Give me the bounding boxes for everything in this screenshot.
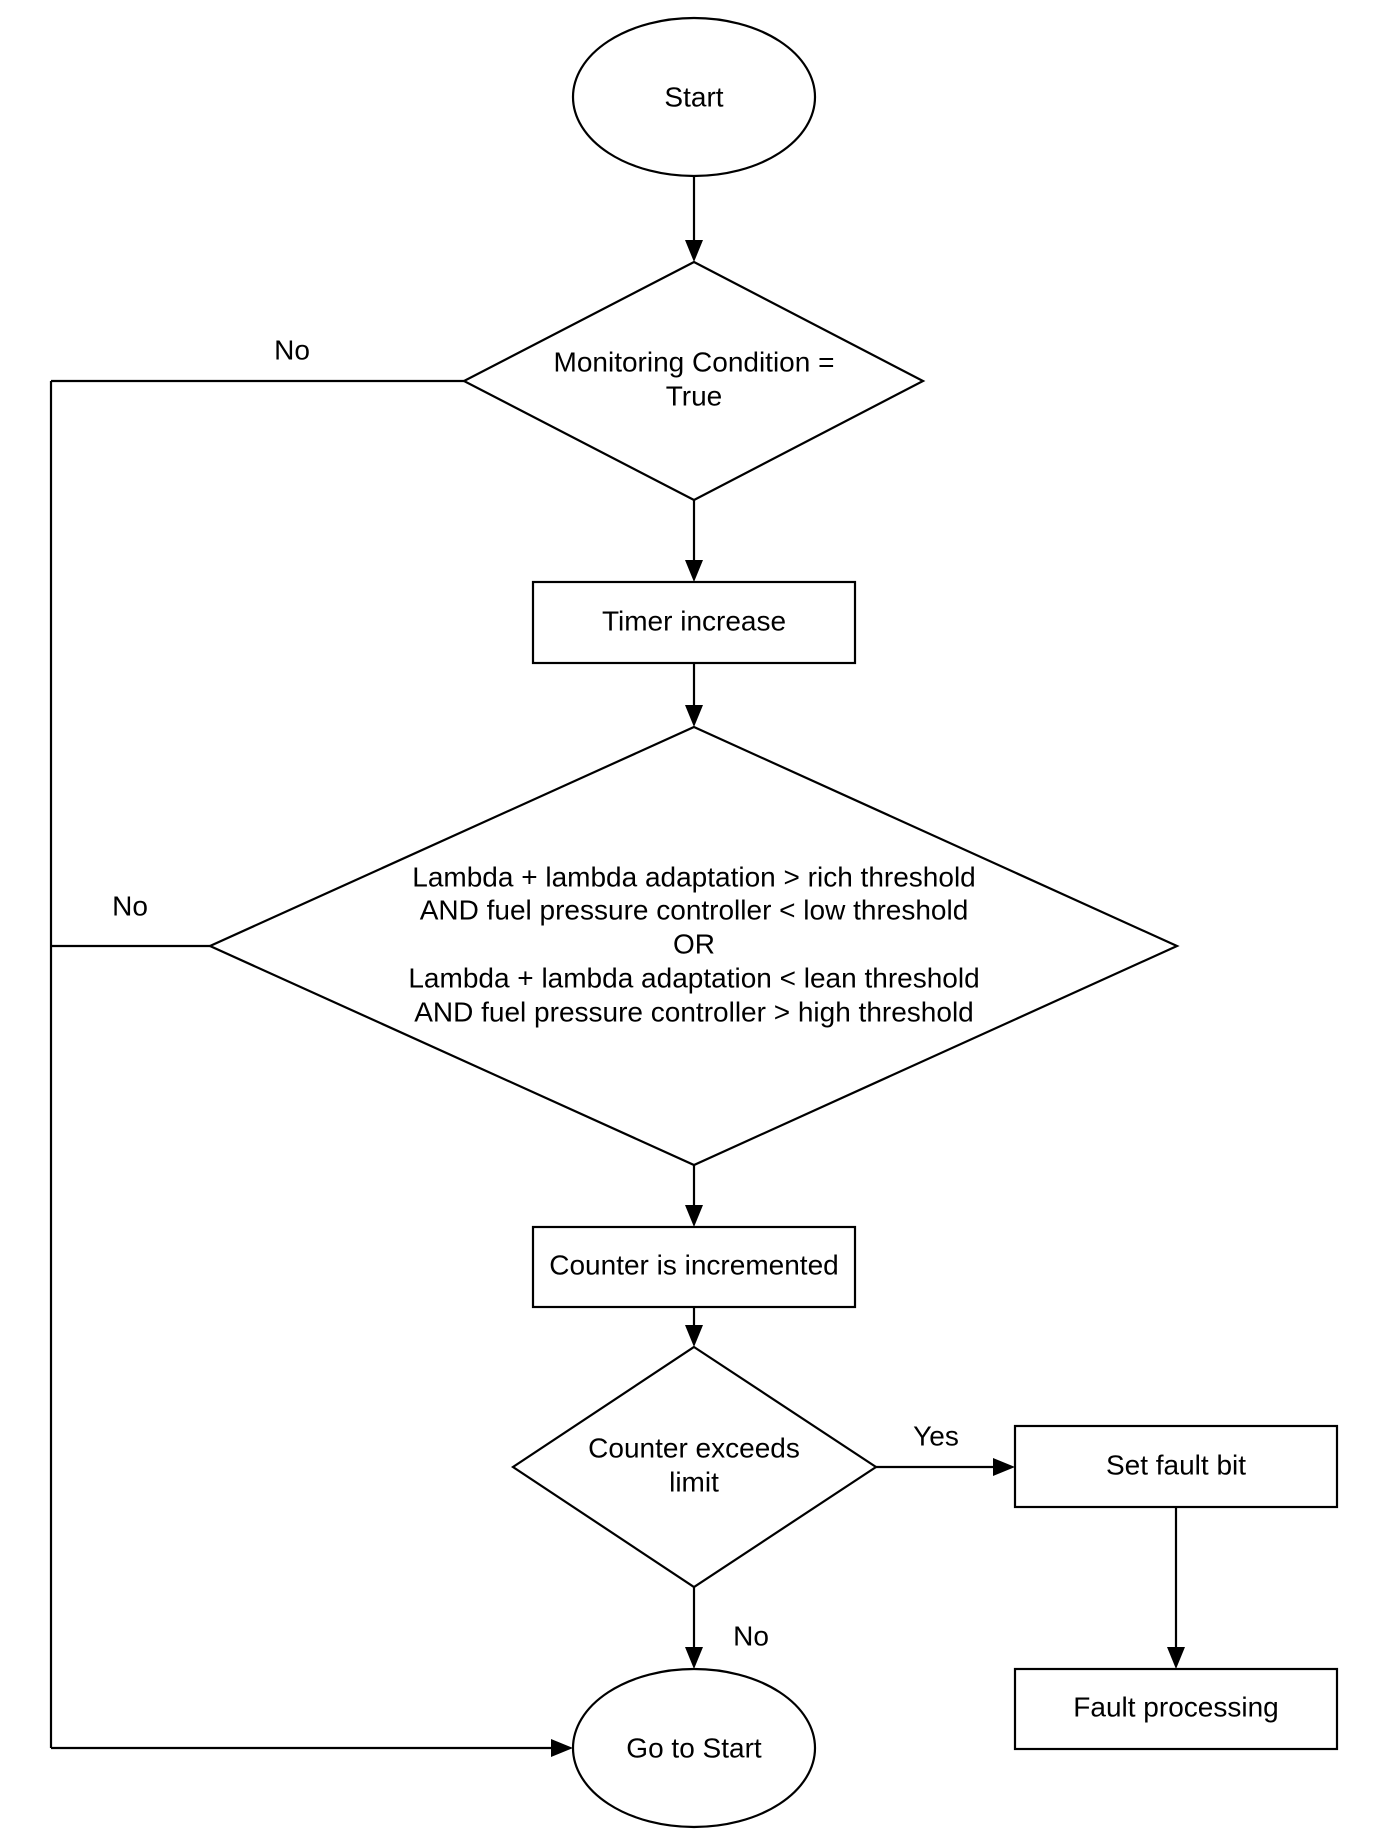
threshold-label-line3: OR <box>673 928 715 959</box>
edge-monitoring-timer <box>685 500 703 582</box>
edge-monitoring-no <box>49 379 464 1748</box>
counter-node: Counter is incremented <box>531 1225 857 1309</box>
exceeds-label-line1: Counter exceeds <box>588 1432 800 1463</box>
edge-left-gotostart <box>51 1739 573 1757</box>
exceeds-label-line2: limit <box>669 1466 719 1497</box>
threshold-label-line1: Lambda + lambda adaptation > rich thresh… <box>412 861 976 892</box>
counter-label: Counter is incremented <box>549 1249 838 1280</box>
monitoring-no-label: No <box>274 334 310 365</box>
start-label: Start <box>664 81 723 112</box>
monitoring-label-line2: True <box>666 380 723 411</box>
edge-start-monitoring <box>685 176 703 262</box>
edge-timer-condition <box>685 663 703 727</box>
exceeds-no-label: No <box>733 1620 769 1651</box>
threshold-label-line2: AND fuel pressure controller < low thres… <box>420 894 969 925</box>
threshold-label-line4: Lambda + lambda adaptation < lean thresh… <box>408 962 979 993</box>
fault-processing-label: Fault processing <box>1073 1691 1278 1722</box>
edge-setfault-processing <box>1167 1507 1185 1669</box>
edge-exceeds-yes <box>876 1458 1015 1476</box>
set-fault-label: Set fault bit <box>1106 1449 1246 1480</box>
go-to-start-label: Go to Start <box>626 1732 762 1763</box>
edge-exceeds-no <box>685 1587 703 1669</box>
set-fault-node: Set fault bit <box>1013 1424 1339 1509</box>
edge-counter-exceeds <box>685 1307 703 1347</box>
timer-label: Timer increase <box>602 605 786 636</box>
threshold-no-label: No <box>112 890 148 921</box>
exceeds-decision: Counter exceeds limit <box>511 1345 878 1589</box>
monitoring-label-line1: Monitoring Condition = <box>554 346 835 377</box>
monitoring-decision: Monitoring Condition = True <box>461 260 926 502</box>
start-node: Start <box>571 16 817 178</box>
timer-node: Timer increase <box>531 580 857 665</box>
threshold-decision: Lambda + lambda adaptation > rich thresh… <box>207 725 1180 1167</box>
fault-processing-node: Fault processing <box>1013 1667 1339 1751</box>
edge-threshold-counter <box>685 1165 703 1227</box>
threshold-label-line5: AND fuel pressure controller > high thre… <box>414 996 974 1027</box>
go-to-start-node: Go to Start <box>571 1667 817 1829</box>
exceeds-yes-label: Yes <box>913 1420 959 1451</box>
